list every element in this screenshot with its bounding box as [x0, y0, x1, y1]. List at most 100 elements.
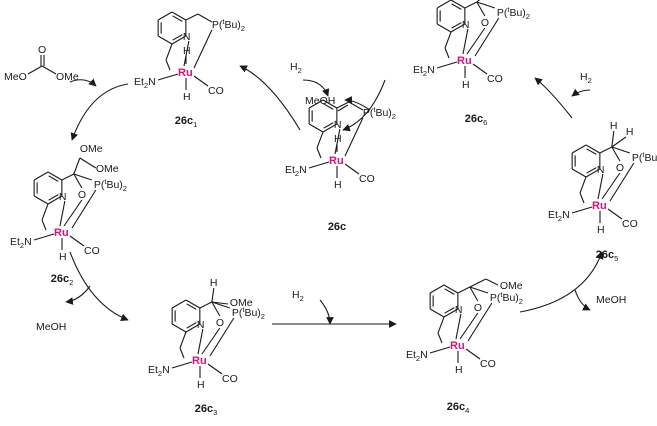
- meoh-release-curl-2: [574, 289, 591, 311]
- c-p-bond: [469, 286, 489, 294]
- formyl-hydrogen: H: [210, 277, 218, 289]
- ch2-n-bond: [444, 47, 450, 59]
- c-p-bond: [73, 173, 93, 181]
- pyridine-bond: [429, 284, 445, 294]
- h2-uptake-curl-2: [319, 299, 334, 325]
- hydride-ligand-top: H: [183, 45, 191, 57]
- pyridine-nitrogen: N: [197, 319, 205, 331]
- compound-label-26c6: 26c6: [465, 113, 488, 127]
- pyridine-double-bond: [48, 194, 59, 201]
- methoxy-group-1: OMe: [80, 143, 103, 155]
- pyridine-bond: [171, 299, 187, 309]
- n-ru-bond: [455, 313, 462, 340]
- c-ome-bond: [73, 157, 81, 175]
- phosphine-group: P(tBu)2: [212, 17, 245, 33]
- arrow-26c2-to-26c3: [69, 251, 129, 322]
- alkoxide-oxygen: O: [78, 189, 86, 201]
- carbonyl-oxygen: O: [38, 44, 46, 56]
- ch2-bond: [437, 316, 445, 334]
- ruthenium-center: Ru: [54, 227, 69, 239]
- ch2-bond: [179, 331, 187, 349]
- pyridine-bond: [443, 284, 459, 294]
- pyridine-bond: [157, 11, 173, 21]
- pyridine-bond: [436, 0, 452, 9]
- net2-group: Et2N: [413, 64, 435, 78]
- ruthenium-center: Ru: [329, 155, 344, 167]
- ch2-n-bond: [316, 147, 322, 159]
- carbonyl-ligand: CO: [222, 373, 238, 385]
- methylene-hydrogen-2: H: [626, 126, 634, 138]
- pyridine-double-bond: [586, 148, 597, 155]
- h2-reagent-top: H2: [290, 61, 302, 75]
- pyridine-bond: [185, 299, 201, 309]
- ch2-bond: [579, 176, 587, 194]
- c-p-bond: [476, 1, 496, 9]
- n-ru-bond: [462, 28, 469, 55]
- pyridine-nitrogen: N: [462, 19, 470, 31]
- pyridine-bond: [322, 123, 338, 133]
- p-ru-bond: [474, 17, 500, 57]
- hydride-ligand: H: [59, 251, 67, 263]
- pyridine-bond: [450, 0, 466, 9]
- o-ru-bond: [201, 327, 221, 355]
- alkoxide-oxygen: O: [616, 162, 624, 174]
- ru-co-bond: [207, 363, 223, 375]
- compound-label-26c3: 26c3: [195, 403, 218, 417]
- pyridine-bond: [171, 35, 187, 45]
- pyridine-bond: [585, 144, 601, 154]
- methoxy-right: OMe: [56, 71, 79, 83]
- arm-bond: [464, 1, 478, 9]
- ruthenium-center: Ru: [450, 340, 465, 352]
- pyridine-double-bond: [451, 3, 462, 10]
- phosphine-group: P(tBu)2: [632, 150, 657, 166]
- c-me-bond: [476, 0, 481, 3]
- c-ome-bond: [211, 301, 228, 305]
- pyridine-double-bond: [186, 322, 197, 329]
- methoxy-group: OMe: [500, 280, 523, 292]
- pyridine-bond: [47, 195, 63, 205]
- pyridine-double-bond: [48, 175, 59, 182]
- net2-ru-bond: [429, 346, 451, 354]
- c-o-bond: [611, 146, 621, 162]
- ru-co-bond: [465, 348, 481, 360]
- ch2-n-bond: [41, 219, 47, 231]
- methoxy-group: OMe: [230, 297, 253, 309]
- p-ru-bond: [209, 317, 235, 357]
- pyridine-double-bond: [444, 288, 455, 295]
- pyridine-bond: [308, 123, 324, 133]
- c-o-bond: [27, 65, 43, 75]
- arm-bond: [199, 301, 213, 309]
- c-o-bond: [469, 286, 479, 302]
- pyridine-nitrogen: N: [597, 164, 605, 176]
- phosphine-group: P(tBu)2: [363, 105, 396, 121]
- pyridine-double-bond: [444, 307, 455, 314]
- pyridine-nitrogen: N: [183, 31, 191, 43]
- arrow-26c5-to-26c6: [534, 77, 573, 119]
- pyridine-bond: [571, 144, 587, 154]
- pyridine-bond: [322, 99, 338, 109]
- arm-bond: [457, 286, 471, 294]
- pyridine-bond: [33, 195, 49, 205]
- phosphine-group: P(tBu)2: [490, 290, 523, 306]
- c-o-bond: [73, 173, 83, 189]
- compound-label-26c4: 26c4: [447, 401, 470, 415]
- n-ru-bond: [334, 128, 341, 155]
- c-ome-bond: [79, 157, 97, 169]
- ch2-bond: [41, 203, 49, 221]
- pyridine-nitrogen: N: [59, 191, 67, 203]
- ch2-bond: [444, 31, 452, 49]
- pyridine-double-bond: [323, 122, 334, 129]
- pyridine-bond: [185, 323, 201, 333]
- h2-uptake-curl-3: [571, 88, 591, 97]
- net2-group: Et2N: [285, 164, 307, 178]
- hydride-ligand: H: [197, 379, 205, 391]
- pyridine-double-bond: [323, 103, 334, 110]
- meoh-release-curl-1: [65, 285, 91, 305]
- compound-label-26c5: 26c5: [596, 249, 619, 263]
- pyridine-double-bond: [586, 167, 597, 174]
- pyridine-bond: [585, 168, 601, 178]
